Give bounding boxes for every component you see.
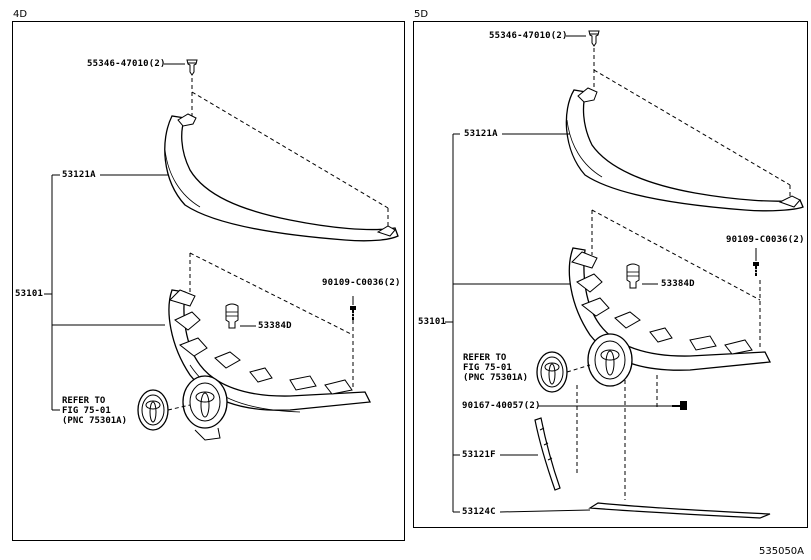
left-main-grille [168, 289, 372, 441]
left-emblem [137, 389, 169, 431]
right-emblem [536, 351, 568, 393]
panel-title-5d: 5D [414, 9, 429, 20]
left-screw-part [349, 305, 357, 321]
left-label-bracket: 53384D [258, 321, 292, 331]
left-refer-line1: REFER TO [62, 396, 106, 406]
left-upper-grille [164, 113, 399, 242]
left-clip-part [186, 59, 198, 76]
left-clip-dash-2 [191, 91, 389, 209]
left-refer-line2: FIG 75-01 [62, 406, 111, 416]
right-main-grille [568, 247, 772, 387]
left-label-assembly: 53101 [15, 289, 44, 299]
right-screw-part [752, 261, 760, 277]
right-bracket-part [626, 263, 640, 289]
right-label-screw: 90109-C0036(2) [726, 235, 805, 245]
panel-4d [12, 21, 405, 541]
right-upper-grille [565, 87, 804, 212]
right-label-upper-grille: 53121A [464, 129, 498, 139]
left-refer-block: REFER TO FIG 75-01 (PNC 75301A) [62, 396, 127, 426]
left-label-screw: 90109-C0036(2) [322, 278, 401, 288]
right-clip-part [588, 30, 600, 47]
right-label-bracket: 53384D [661, 279, 695, 289]
left-label-clip: 55346-47010(2) [87, 59, 166, 69]
panel-5d [413, 21, 808, 528]
right-label-clip: 55346-47010(2) [489, 31, 568, 41]
right-label-lower-molding: 53124C [462, 507, 496, 517]
right-label-molding: 53121F [462, 450, 496, 460]
right-side-molding [534, 417, 561, 491]
left-bracket-part [225, 303, 239, 329]
right-lower-molding [588, 502, 771, 519]
right-label-assembly: 53101 [418, 317, 447, 327]
right-refer-line1: REFER TO [463, 353, 507, 363]
left-label-upper-grille: 53121A [62, 170, 96, 180]
right-bolt-part [672, 401, 687, 410]
right-label-bolt: 90167-40057(2) [462, 401, 541, 411]
left-refer-line3: (PNC 75301A) [62, 416, 128, 426]
panel-title-4d: 4D [13, 9, 28, 20]
right-refer-line3: (PNC 75301A) [463, 373, 529, 383]
figure-code: 535050A [759, 546, 805, 557]
right-refer-block: REFER TO FIG 75-01 (PNC 75301A) [463, 353, 528, 383]
right-refer-line2: FIG 75-01 [463, 363, 512, 373]
